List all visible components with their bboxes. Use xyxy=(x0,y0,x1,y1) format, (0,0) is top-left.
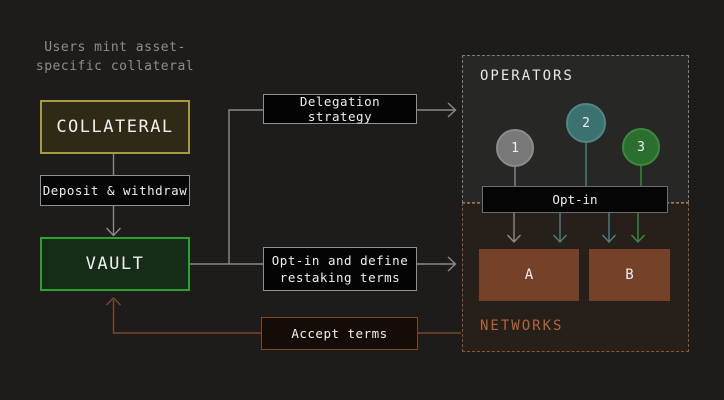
arrowhead-into-vault-top xyxy=(105,227,122,237)
networks-title: NETWORKS xyxy=(480,318,564,334)
vault-node: VAULT xyxy=(40,237,190,291)
accept-terms-node: Accept terms xyxy=(261,317,418,350)
arrowhead-into-vault-bottom xyxy=(106,297,121,306)
network-box-a: A xyxy=(479,249,579,301)
operator-1-number: 1 xyxy=(511,140,519,156)
accept-terms-label: Accept terms xyxy=(291,326,388,341)
optin-define-line-2: restaking terms xyxy=(279,270,401,285)
caption-line-2: specific collateral xyxy=(35,59,195,74)
delegation-strategy-node: Delegation strategy xyxy=(263,94,417,124)
deposit-withdraw-label: Deposit & withdraw xyxy=(42,183,188,198)
network-b-label: B xyxy=(625,267,634,283)
optin-bar-label: Opt-in xyxy=(552,192,598,207)
operator-circle-1: 1 xyxy=(496,129,534,167)
operator-circle-3: 3 xyxy=(622,128,660,166)
connector-vault-delegation-branch xyxy=(228,109,263,264)
network-box-b: B xyxy=(589,249,670,301)
collateral-node: COLLATERAL xyxy=(40,100,190,154)
optin-define-line-1: Opt-in and define xyxy=(271,253,409,268)
arrowhead-into-networks xyxy=(447,256,457,272)
caption-line-1: Users mint asset- xyxy=(44,40,186,55)
arrowhead-into-operators xyxy=(447,102,457,118)
delegation-strategy-label: Delegation strategy xyxy=(299,94,381,124)
optin-define-node: Opt-in and define restaking terms xyxy=(263,247,417,291)
operators-title: OPERATORS xyxy=(480,68,574,84)
caption-users-mint: Users mint asset- specific collateral xyxy=(20,38,210,76)
collateral-label: COLLATERAL xyxy=(56,117,174,137)
operator-circle-2: 2 xyxy=(566,103,606,143)
operator-3-number: 3 xyxy=(637,139,645,155)
optin-bar-node: Opt-in xyxy=(482,186,668,213)
network-a-label: A xyxy=(524,267,534,283)
operator-2-number: 2 xyxy=(582,115,590,131)
deposit-withdraw-node: Deposit & withdraw xyxy=(40,175,190,206)
vault-label: VAULT xyxy=(85,254,145,274)
